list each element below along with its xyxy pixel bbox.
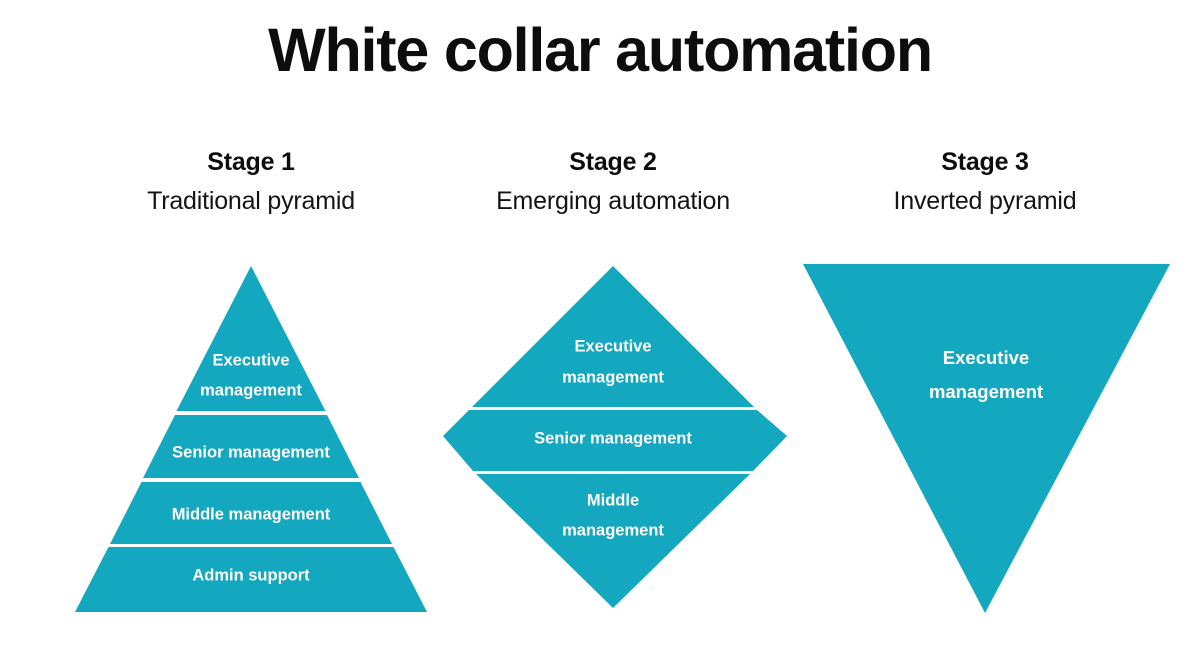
stage-2-tier-3-shape — [476, 474, 750, 608]
stage-2-tier-1-shape — [472, 266, 754, 407]
stage-1-tier-2-shape — [143, 415, 359, 478]
stage-3-heading: Stage 3 Inverted pyramid — [775, 150, 1195, 214]
stage-1-tier-2-line-1: Senior management — [172, 443, 330, 461]
stage-3-inverted-pyramid-diagram: Executive management — [790, 255, 1190, 630]
stage-3-label: Stage 3 — [941, 148, 1029, 176]
stage-2-tier-1-line-1: Executive — [574, 337, 651, 355]
stage-1-label: Stage 1 — [207, 148, 295, 176]
stage-1-tier-3-line-1: Middle management — [172, 505, 331, 523]
stage-3-tier-1-shape — [803, 264, 1170, 613]
stage-1-tier-1-shape — [176, 266, 326, 411]
stage-2-tier-3-line-1: Middle — [587, 491, 639, 509]
stage-1-tier-1-line-1: Executive — [212, 351, 289, 369]
stage-2-tier-2-shape — [443, 410, 787, 471]
stage-3-tier-1-line-2: management — [929, 381, 1043, 402]
stage-1-tier-3-shape — [110, 482, 392, 544]
stage-2-heading: Stage 2 Emerging automation — [403, 150, 823, 214]
stage-1-tier-1-line-2: management — [200, 381, 302, 399]
stage-1-heading: Stage 1 Traditional pyramid — [41, 150, 461, 214]
stage-2-tier-3-line-2: management — [562, 521, 664, 539]
stage-2-description: Emerging automation — [496, 187, 730, 215]
stage-2-label: Stage 2 — [569, 148, 657, 176]
stage-1-pyramid-diagram: Executive management Senior management M… — [0, 255, 510, 630]
stage-1-tier-4-line-1: Admin support — [192, 566, 310, 584]
stage-1-tier-4-shape — [75, 547, 427, 612]
stage-2-tier-1-line-2: management — [562, 368, 664, 386]
stage-1-description: Traditional pyramid — [147, 187, 355, 215]
page-title: White collar automation — [268, 16, 933, 84]
stage-3-description: Inverted pyramid — [893, 187, 1077, 215]
stage-3-tier-1-line-1: Executive — [943, 347, 1029, 368]
stage-2-tier-2-line-1: Senior management — [534, 429, 692, 447]
stage-2-diamond-diagram: Executive management Senior management M… — [430, 255, 810, 630]
